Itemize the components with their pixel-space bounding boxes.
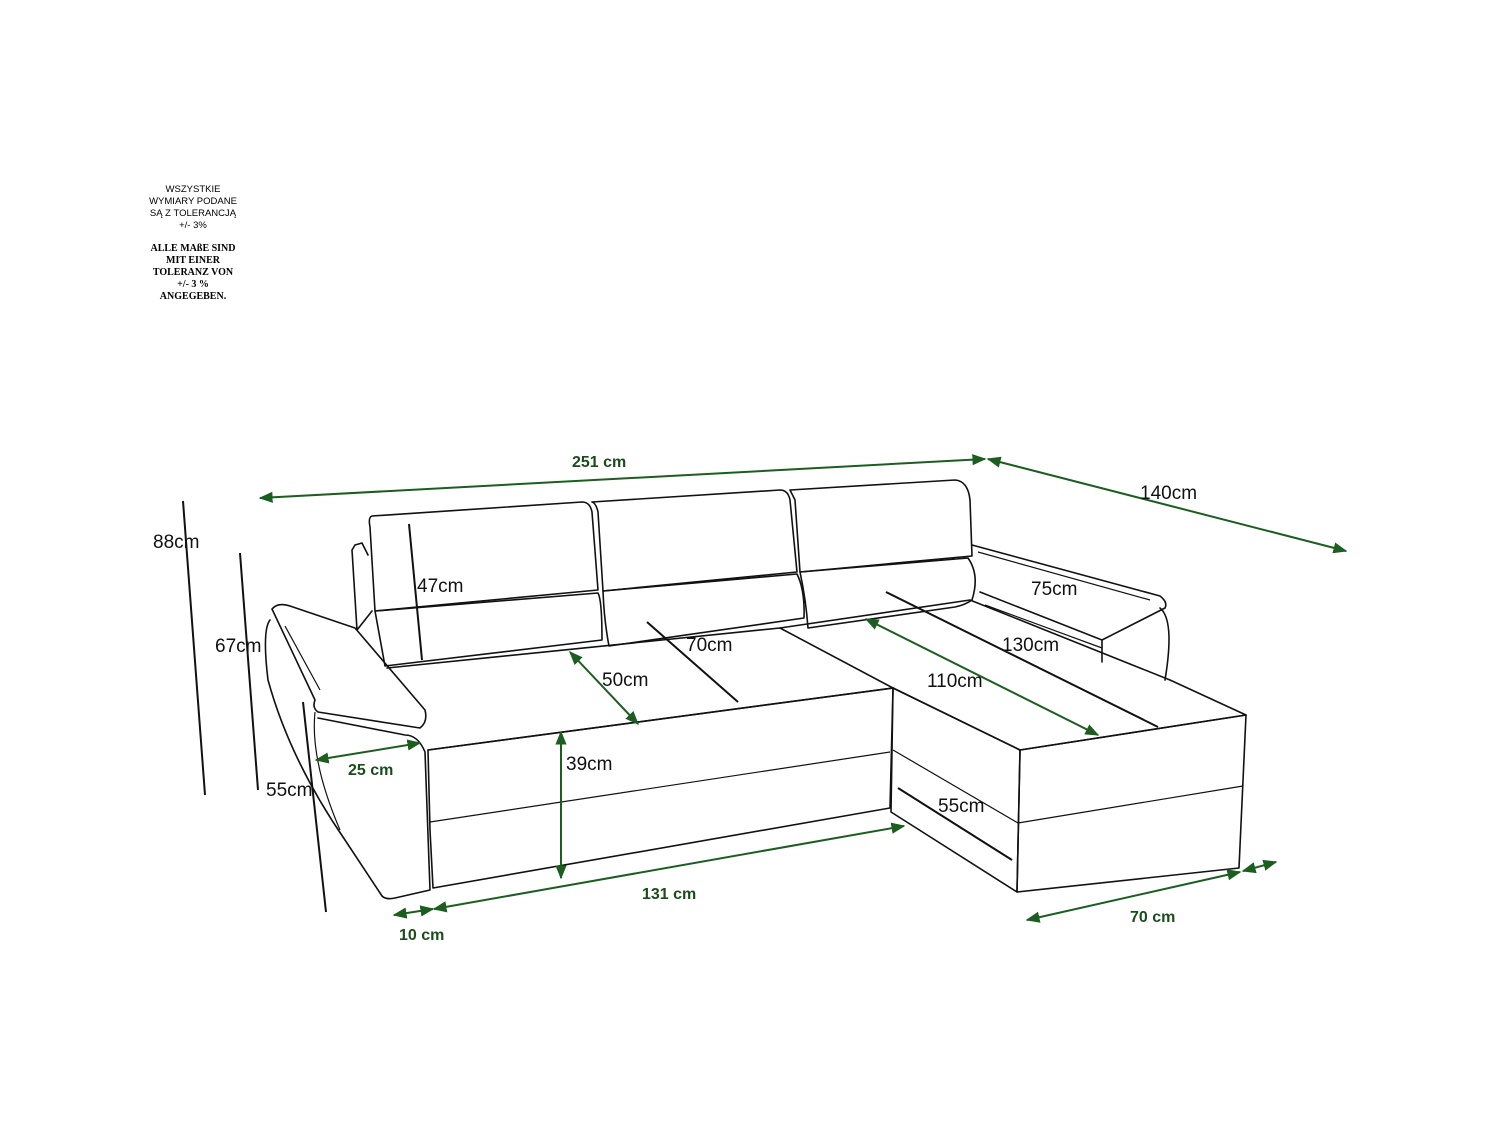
lower-back-cushion-left xyxy=(374,592,603,667)
lower-back-cushion-middle xyxy=(602,573,805,647)
label-total-depth: 140cm xyxy=(1140,483,1197,504)
left-armrest-top xyxy=(271,603,427,729)
right-armrest-seam xyxy=(977,551,1151,649)
chaise-front xyxy=(1016,714,1247,893)
lower-back-cushion-right xyxy=(799,557,976,629)
guide-lines xyxy=(182,500,1159,913)
chaise-side xyxy=(890,687,1021,893)
armrest-25-arrow xyxy=(314,739,422,764)
tolerance-note-polish: WSZYSTKIE WYMIARY PODANE SĄ Z TOLERANCJĄ… xyxy=(143,184,243,232)
width-251-arrow xyxy=(258,454,987,503)
note-line: SĄ Z TOLERANCJĄ xyxy=(149,208,237,219)
note-line: +/- 3 % xyxy=(177,279,209,290)
sofa-outline xyxy=(264,479,1247,900)
note-line: ALLE MAßE SIND xyxy=(150,243,236,254)
tolerance-note-german: ALLE MAßE SIND MIT EINER TOLERANZ VON +/… xyxy=(140,243,246,303)
leg-offset-10-arrow xyxy=(392,905,435,919)
note-line: ANGEGEBEN. xyxy=(159,291,227,302)
label-total-height: 88cm xyxy=(153,532,199,553)
label-seat-depth: 50cm xyxy=(602,670,648,691)
left-back-frame xyxy=(351,542,373,631)
label-armrest-height: 67cm xyxy=(215,636,261,657)
dimension-labels: 251 cm 140cm 88cm 67cm 55cm 47cm 70cm 50… xyxy=(153,454,1197,944)
chaise-110-arrow xyxy=(864,618,1100,736)
back-cushion-left xyxy=(368,501,599,612)
note-line: +/- 3% xyxy=(179,220,207,231)
height-67-guide xyxy=(239,552,259,791)
note-line: WYMIARY PODANE xyxy=(149,196,237,207)
label-right-armrest-length: 75cm xyxy=(1031,579,1077,600)
note-line: WSZYSTKIE xyxy=(165,184,221,195)
label-chaise-side-height: 55cm xyxy=(938,796,984,817)
chaise-offset-arrow xyxy=(1241,859,1278,874)
label-seat-back-depth: 70cm xyxy=(686,635,732,656)
chaise-front-seam xyxy=(1017,785,1244,824)
back-cushion-middle xyxy=(591,489,798,592)
left-armrest-body xyxy=(264,619,431,900)
chaise-side-seam xyxy=(892,749,1019,824)
main-seat-seam xyxy=(429,751,891,823)
back-cushion-right xyxy=(789,479,973,573)
seat-depth-50-arrow xyxy=(569,650,639,726)
main-seat-front xyxy=(427,687,894,889)
label-backrest-height: 47cm xyxy=(417,576,463,597)
height-88-guide xyxy=(182,500,206,796)
label-chaise-length: 130cm xyxy=(1002,635,1059,656)
depth-140-arrow xyxy=(986,456,1348,554)
label-chaise-width: 70 cm xyxy=(1130,909,1175,926)
backrest-47-guide xyxy=(408,523,423,661)
chaise-55-guide xyxy=(897,787,1013,861)
label-seat-width: 131 cm xyxy=(642,886,696,903)
note-line: MIT EINER xyxy=(166,255,220,266)
label-armrest-width: 25 cm xyxy=(348,762,393,779)
dimension-arrows xyxy=(258,454,1348,923)
label-seat-height: 39cm xyxy=(566,754,612,775)
label-leg-offset: 10 cm xyxy=(399,927,444,944)
right-armrest xyxy=(971,544,1170,681)
depth-70-guide xyxy=(646,621,739,703)
seat-width-131-arrow xyxy=(432,822,906,913)
label-total-width: 251 cm xyxy=(572,454,626,471)
chaise-width-70-arrow xyxy=(1025,869,1242,923)
label-side-height: 55cm xyxy=(266,780,312,801)
left-armrest-seam xyxy=(284,625,341,831)
height-55-guide xyxy=(302,701,327,913)
note-line: TOLERANZ VON xyxy=(152,267,234,278)
label-chaise-seat-length: 110cm xyxy=(927,671,983,692)
